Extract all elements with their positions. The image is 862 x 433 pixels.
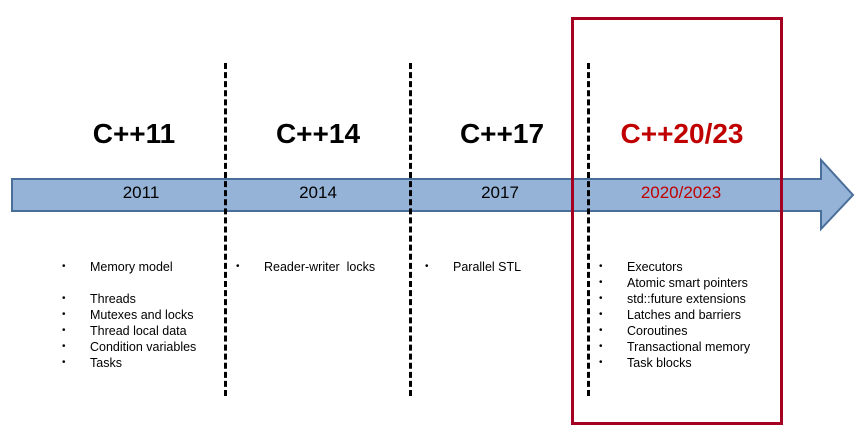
list-item: Threads (62, 291, 196, 307)
list-item: Coroutines (599, 323, 750, 339)
era-year-2020-2023: 2020/2023 (640, 183, 722, 202)
era-divider-2 (409, 63, 412, 396)
era-year-2011: 2011 (122, 183, 160, 202)
list-item: Task blocks (599, 355, 750, 371)
list-item: Reader-writer locks (236, 259, 375, 275)
list-item: Transactional memory (599, 339, 750, 355)
list-item: Memory model (62, 259, 196, 275)
feature-list-cpp11: Memory model Threads Mutexes and locks T… (62, 259, 196, 371)
timeline-arrow-shape (11, 157, 855, 232)
feature-list-cpp20-23: Executors Atomic smart pointers std::fut… (599, 259, 750, 371)
era-year-2017: 2017 (481, 183, 519, 202)
list-item: Condition variables (62, 339, 196, 355)
feature-list-cpp14: Reader-writer locks (236, 259, 375, 275)
era-title-cpp14: C++14 (275, 118, 361, 149)
list-item: Executors (599, 259, 750, 275)
highlight-box (571, 17, 783, 425)
era-title-cpp11: C++11 (92, 118, 176, 149)
era-title-cpp20-23: C++20/23 (620, 118, 744, 149)
feature-list-cpp17: Parallel STL (425, 259, 521, 275)
list-item: Mutexes and locks (62, 307, 196, 323)
era-divider-3 (587, 63, 590, 396)
list-item: Thread local data (62, 323, 196, 339)
list-item: Atomic smart pointers (599, 275, 750, 291)
list-item: Tasks (62, 355, 196, 371)
era-year-2014: 2014 (299, 183, 337, 202)
list-item: Parallel STL (425, 259, 521, 275)
list-item: Latches and barriers (599, 307, 750, 323)
list-item: std::future extensions (599, 291, 750, 307)
era-divider-1 (224, 63, 227, 396)
era-title-cpp17: C++17 (459, 118, 545, 149)
